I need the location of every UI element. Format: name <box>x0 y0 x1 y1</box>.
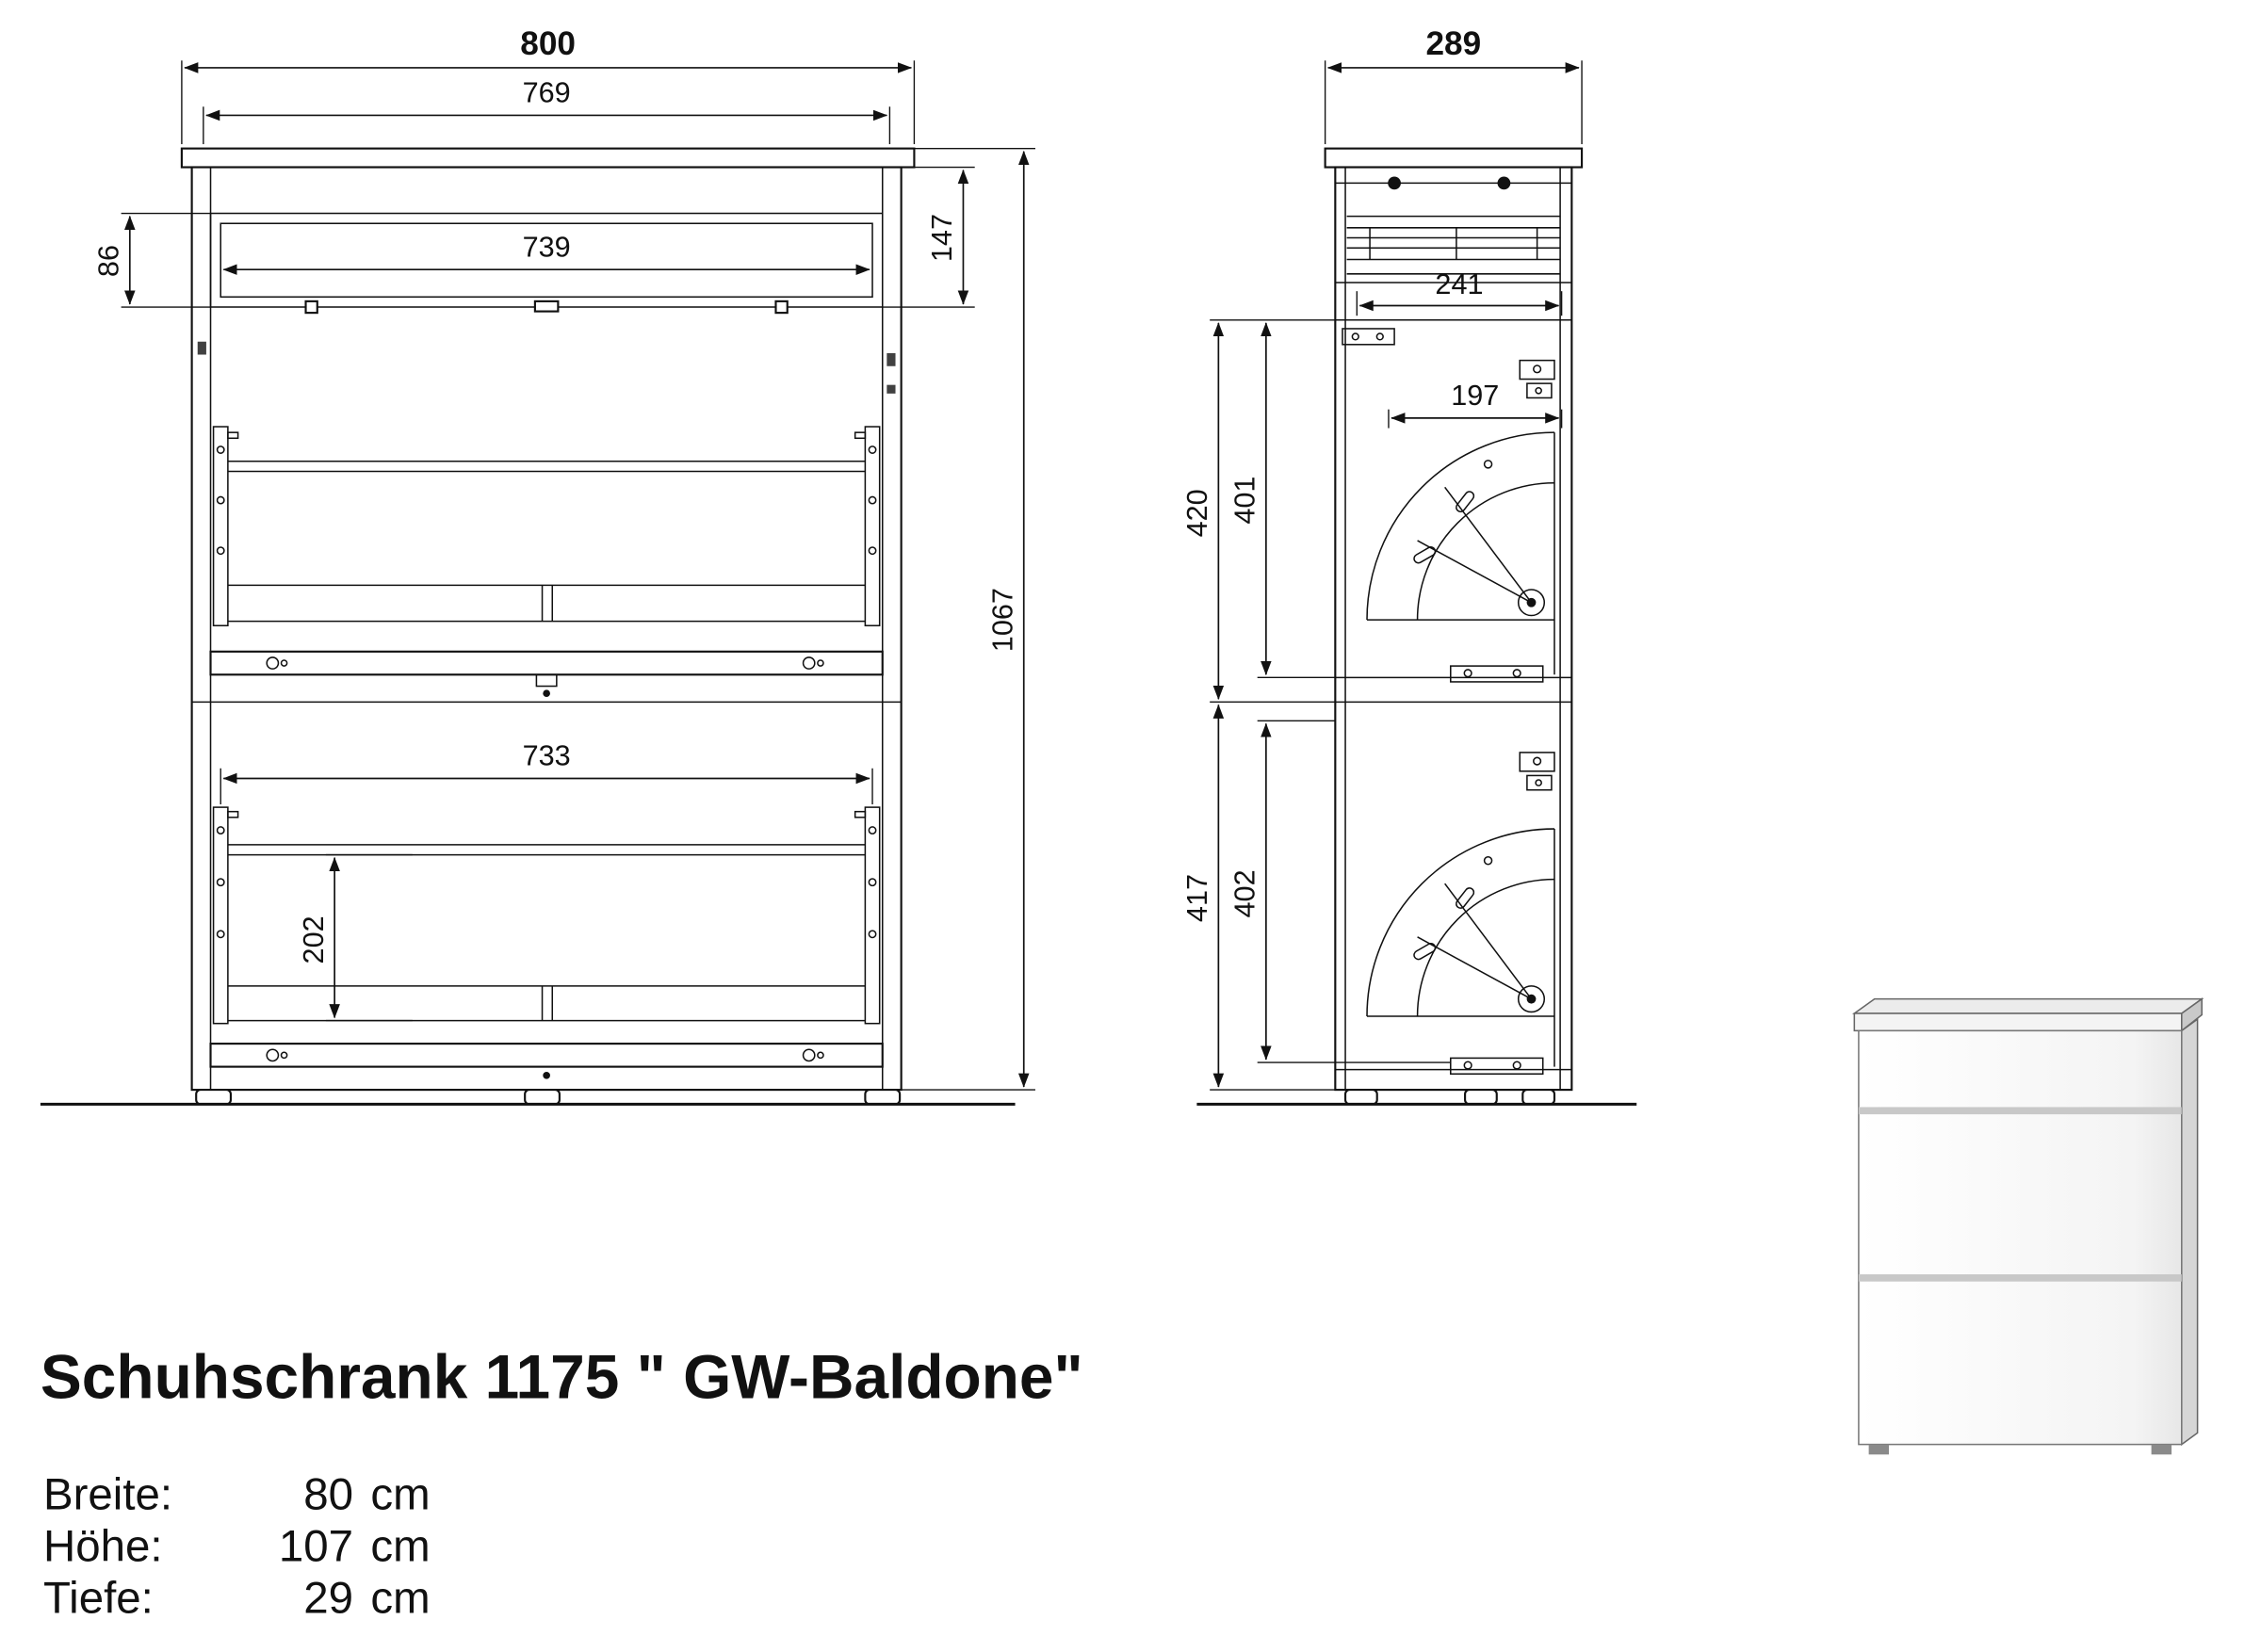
spec-label-hoehe: Höhe: <box>43 1522 163 1572</box>
thumbnail-foot-left <box>1868 1444 1890 1455</box>
dim-label-800: 800 <box>520 25 576 62</box>
side-foot-front <box>1521 1089 1556 1106</box>
dim-label-402: 402 <box>1229 869 1261 917</box>
thumbnail-foot-right <box>2151 1444 2172 1455</box>
front-foot-right <box>864 1089 902 1106</box>
side-drawer-depth-dimension: 241 <box>1356 268 1563 316</box>
side-lower-flap-mechanism <box>1366 828 1555 1076</box>
product-title: Schuhschrank 1175 " GW-Baldone" <box>41 1342 1083 1412</box>
thumbnail-front-face <box>1858 1029 2183 1446</box>
thumbnail-groove-top <box>1858 1107 2182 1115</box>
dim-label-420: 420 <box>1181 489 1213 537</box>
dim-label-86: 86 <box>93 245 125 277</box>
spec-value-breite: 80 <box>303 1469 353 1519</box>
dim-label-1067: 1067 <box>986 588 1018 652</box>
side-drawer-section <box>1335 176 1572 283</box>
dim-label-739: 739 <box>523 231 571 263</box>
thumbnail-top-front-edge <box>1853 1012 2183 1032</box>
dim-label-769: 769 <box>523 77 571 109</box>
front-top-opening-height-dimension: 86 <box>93 212 211 308</box>
side-foot-mid <box>1464 1089 1498 1106</box>
side-upper-flap-mechanism <box>1366 431 1555 683</box>
front-overall-height-dimension: 1067 <box>901 147 1035 1091</box>
side-top-panel <box>1324 147 1584 169</box>
spec-value-hoehe: 107 <box>279 1522 353 1572</box>
dim-label-733: 733 <box>523 740 571 772</box>
side-upper-heights-dimensions: 401 420 <box>1181 319 1336 704</box>
spec-row-tiefe: Tiefe: 29 cm <box>43 1574 431 1624</box>
side-lower-heights-dimensions: 402 417 <box>1181 704 1451 1091</box>
dim-label-241: 241 <box>1435 268 1483 300</box>
spec-row-hoehe: Höhe: 107 cm <box>43 1522 431 1572</box>
front-inner-width-dimension: 769 <box>203 77 891 145</box>
dim-label-202: 202 <box>298 915 330 964</box>
front-upper-flap-hardware <box>209 426 884 698</box>
front-cabinet-body <box>190 166 903 1092</box>
side-cabinet-body <box>1334 166 1573 1092</box>
front-lower-shelf-height-dimension: 202 <box>298 853 413 1022</box>
side-overall-depth-dimension: 289 <box>1324 25 1583 145</box>
product-info: Schuhschrank 1175 " GW-Baldone" Breite: … <box>41 1342 1083 1624</box>
spec-row-breite: Breite: 80 cm <box>43 1469 431 1519</box>
dim-label-401: 401 <box>1229 477 1261 525</box>
side-foot-back <box>1343 1089 1378 1106</box>
front-lower-opening-width-dimension: 733 <box>220 740 873 805</box>
thumbnail-groove-middle <box>1858 1273 2182 1282</box>
front-foot-left <box>195 1089 233 1106</box>
front-lower-flap-hardware <box>209 806 884 1079</box>
dim-label-197: 197 <box>1451 380 1499 412</box>
front-overall-width-dimension: 800 <box>181 25 916 145</box>
thumbnail-right-side <box>2180 1017 2199 1447</box>
front-top-section-height-dimension: 147 <box>882 166 975 308</box>
spec-label-tiefe: Tiefe: <box>43 1574 154 1624</box>
thumbnail-top-face <box>1851 997 2204 1014</box>
dim-label-417: 417 <box>1181 874 1213 922</box>
front-view: 739 86 147 1067 800 <box>40 25 1035 1106</box>
front-foot-center <box>524 1089 561 1106</box>
side-flap-depth-dimension: 197 <box>1388 380 1563 429</box>
spec-value-tiefe: 29 <box>303 1574 353 1624</box>
front-top-opening-width-dimension: 739 <box>222 231 870 275</box>
spec-unit-tiefe: cm <box>370 1574 430 1624</box>
spec-unit-hoehe: cm <box>370 1522 430 1572</box>
product-thumbnail <box>1851 997 2204 1455</box>
front-top-panel <box>180 147 916 169</box>
side-view: 289 241 <box>1181 25 1637 1106</box>
spec-unit-breite: cm <box>370 1469 430 1519</box>
dim-label-289: 289 <box>1425 25 1481 62</box>
dim-label-147: 147 <box>926 214 958 262</box>
spec-label-breite: Breite: <box>43 1469 172 1519</box>
